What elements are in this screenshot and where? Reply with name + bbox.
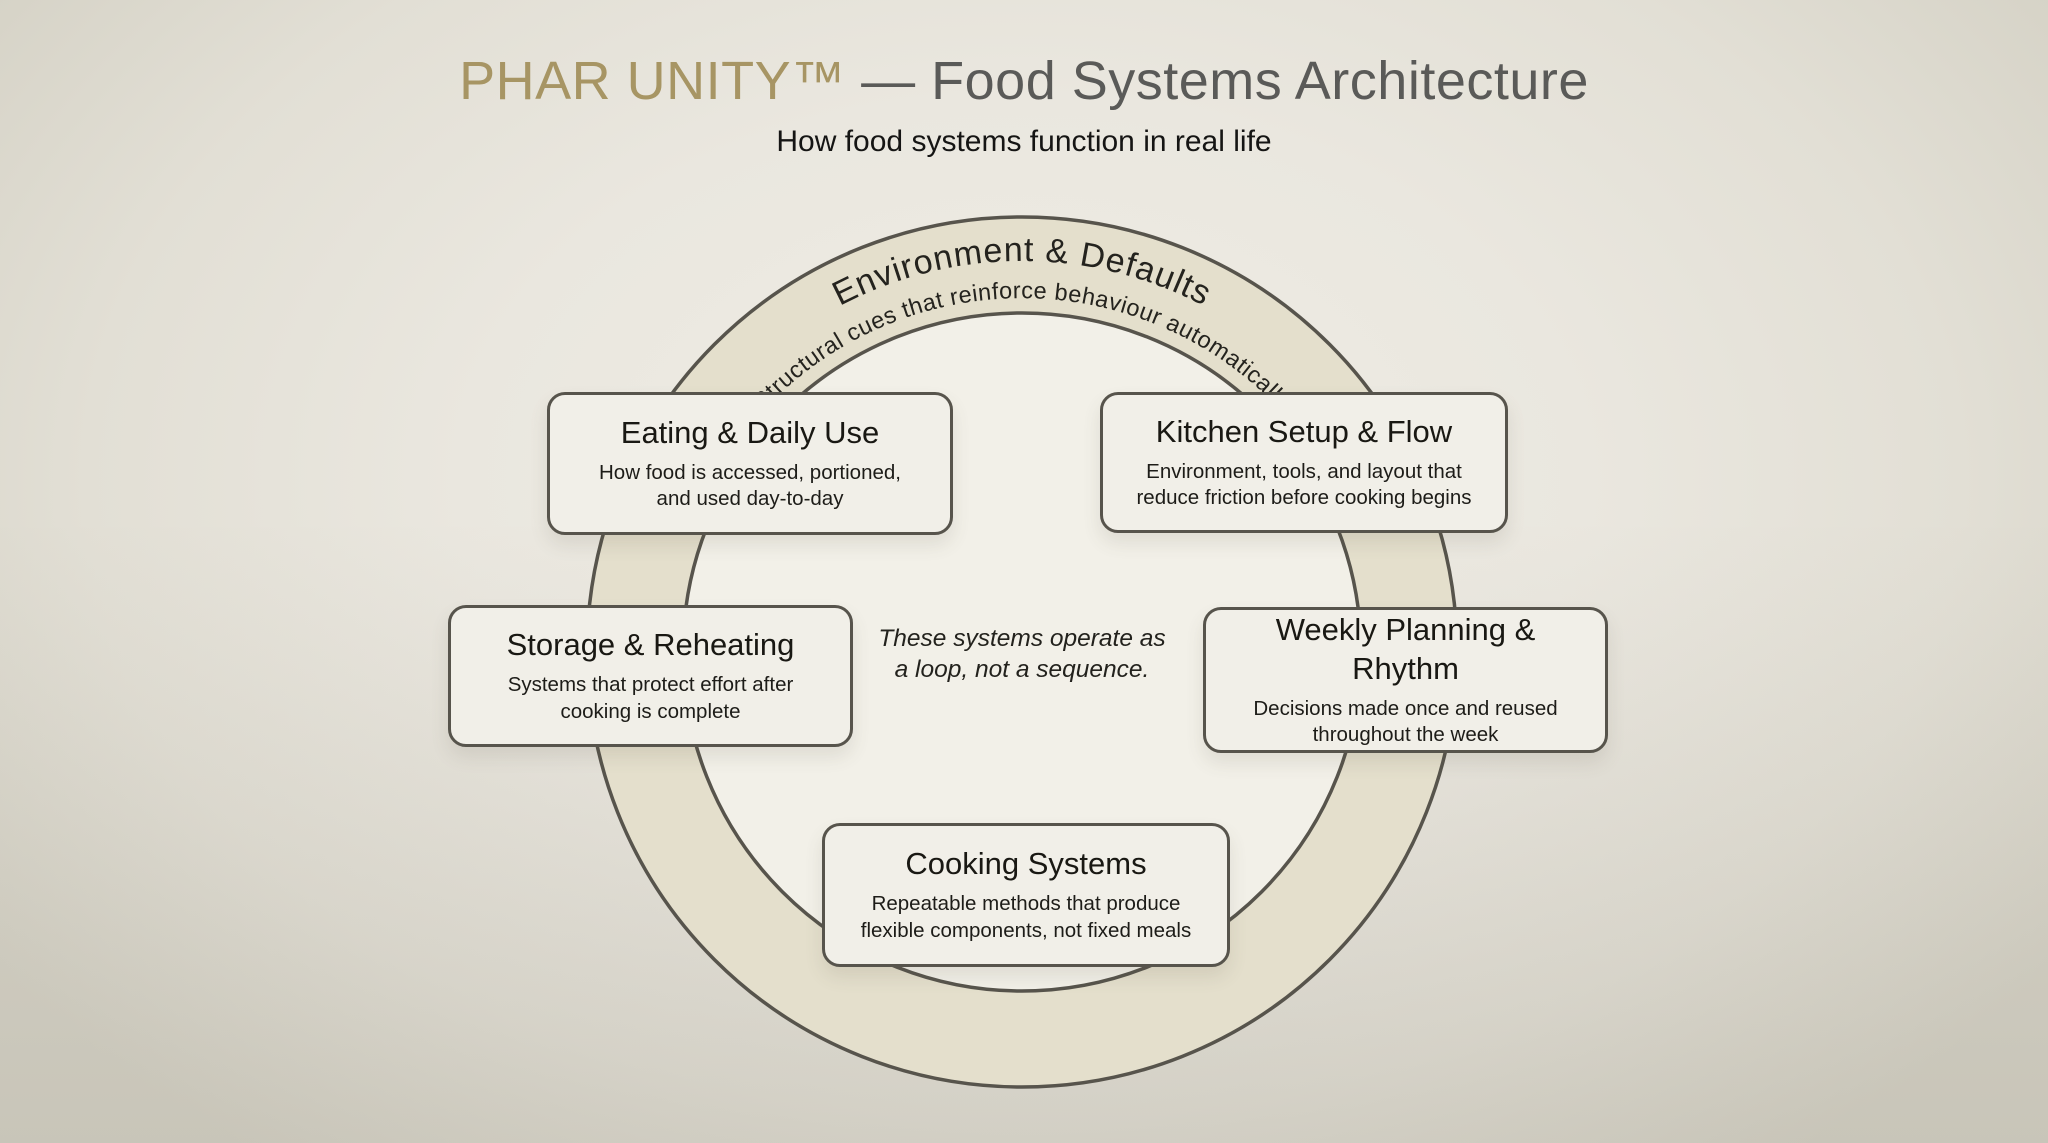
node-title: Storage & Reheating bbox=[506, 627, 795, 663]
page-title-rest: — Food Systems Architecture bbox=[845, 51, 1589, 111]
node-description-line: Decisions made once and reused bbox=[1253, 696, 1558, 720]
node-title: Eating & Daily Use bbox=[620, 414, 880, 450]
page-title: PHAR UNITY™ — Food Systems Architecture bbox=[0, 51, 2048, 111]
center-note: These systems operate as a loop, not a s… bbox=[822, 624, 1222, 685]
node-box-weekly-planning-rhythm: Weekly Planning & Rhythm Decisions made … bbox=[1203, 607, 1608, 753]
node-description-line: and used day-to-day bbox=[656, 487, 844, 511]
node-box-eating-daily-use: Eating & Daily Use How food is accessed,… bbox=[547, 392, 953, 535]
node-box-kitchen-setup-flow: Kitchen Setup & Flow Environment, tools,… bbox=[1100, 392, 1508, 533]
header: PHAR UNITY™ — Food Systems Architecture … bbox=[0, 51, 2048, 159]
node-description-line: Repeatable methods that produce bbox=[871, 892, 1181, 916]
node-description-line: flexible components, not fixed meals bbox=[860, 918, 1192, 942]
node-description-line: Environment, tools, and layout that bbox=[1146, 459, 1462, 483]
node-description-line: throughout the week bbox=[1312, 723, 1499, 747]
node-description-line: cooking is complete bbox=[560, 699, 741, 723]
center-note-line: a loop, not a sequence. bbox=[894, 655, 1150, 683]
node-description-line: reduce friction before cooking begins bbox=[1136, 486, 1472, 510]
center-note-line: These systems operate as bbox=[878, 625, 1166, 652]
node-description-line: How food is accessed, portioned, bbox=[599, 460, 901, 484]
node-title: Cooking Systems bbox=[905, 846, 1147, 882]
node-title: Weekly Planning & Rhythm bbox=[1275, 612, 1536, 686]
brand-name: PHAR UNITY™ bbox=[459, 51, 846, 111]
node-description-line: Systems that protect effort after bbox=[507, 673, 794, 697]
node-box-cooking-systems: Cooking Systems Repeatable methods that … bbox=[822, 823, 1230, 967]
node-title: Kitchen Setup & Flow bbox=[1155, 413, 1453, 449]
node-box-storage-reheating: Storage & Reheating Systems that protect… bbox=[448, 605, 853, 747]
page-subtitle: How food systems function in real life bbox=[776, 125, 1272, 159]
